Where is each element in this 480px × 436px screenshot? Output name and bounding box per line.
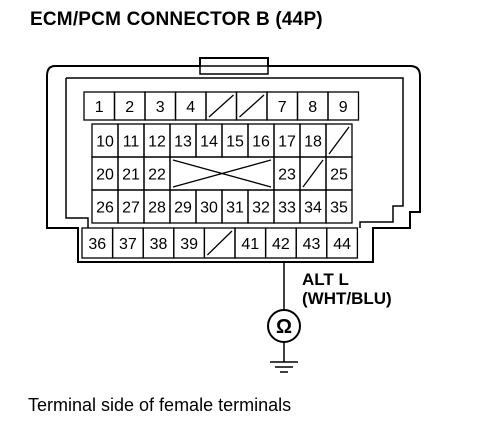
wire-color-code: (WHT/BLU) <box>302 289 392 308</box>
terminal-13: 13 <box>174 134 192 151</box>
terminal-44-box <box>326 227 359 259</box>
terminal-21: 21 <box>122 167 140 184</box>
terminal-26: 26 <box>96 200 114 217</box>
diagram-caption: Terminal side of female terminals <box>28 395 292 415</box>
terminal-42: 42 <box>272 236 290 253</box>
terminal-12: 12 <box>148 134 166 151</box>
terminal-34: 34 <box>304 200 322 217</box>
terminal-39: 39 <box>180 236 198 253</box>
terminal-28: 28 <box>148 200 166 217</box>
terminal-43: 43 <box>303 236 321 253</box>
terminal-41: 41 <box>241 236 259 253</box>
terminal-35-box <box>325 189 353 224</box>
terminal-38: 38 <box>150 236 168 253</box>
terminal-37: 37 <box>119 236 137 253</box>
terminal-9: 9 <box>339 99 348 116</box>
terminal-14: 14 <box>200 134 218 151</box>
connector-housing-outer <box>46 57 421 263</box>
connector-housing-inner <box>65 77 404 228</box>
wire-label: ALT L (WHT/BLU) <box>302 270 392 308</box>
terminal-23: 23 <box>278 167 296 184</box>
terminal-empty-r3-8-empty <box>302 159 324 188</box>
terminal-15: 15 <box>226 134 244 151</box>
terminal-7: 7 <box>278 99 287 116</box>
terminal-1: 1 <box>95 99 104 116</box>
terminal-30: 30 <box>200 200 218 217</box>
terminal-35: 35 <box>330 200 348 217</box>
terminal-20: 20 <box>96 167 114 184</box>
terminal-25: 25 <box>330 167 348 184</box>
ground-icon <box>270 361 298 373</box>
terminal-16: 16 <box>252 134 270 151</box>
terminal-27: 27 <box>122 200 140 217</box>
terminal-empty-r1-5-empty <box>239 94 265 118</box>
terminal-2: 2 <box>125 99 134 116</box>
terminal-empty-r2-9-empty <box>328 126 350 155</box>
terminal-10: 10 <box>96 134 114 151</box>
terminal-32: 32 <box>252 200 270 217</box>
connector-tab <box>199 65 269 75</box>
ohm-icon: Ω <box>276 316 292 338</box>
terminal-44: 44 <box>333 236 351 253</box>
terminal-3: 3 <box>156 99 165 116</box>
terminal-17: 17 <box>278 134 296 151</box>
terminal-18: 18 <box>304 134 322 151</box>
unused-cavity-cross <box>172 159 272 188</box>
wire-signal-name: ALT L <box>302 270 349 289</box>
terminal-22: 22 <box>148 167 166 184</box>
terminal-9-box <box>327 91 360 121</box>
terminal-8: 8 <box>308 99 317 116</box>
terminal-empty-r5-4-empty <box>206 230 233 256</box>
connector-title: ECM/PCM CONNECTOR B (44P) <box>30 9 323 30</box>
terminal-4: 4 <box>186 99 195 116</box>
terminal-29: 29 <box>174 200 192 217</box>
terminal-empty-r1-4-empty <box>208 94 234 118</box>
terminal-11: 11 <box>123 134 140 151</box>
terminal-36: 36 <box>88 236 106 253</box>
terminal-31: 31 <box>226 200 244 217</box>
terminal-33: 33 <box>278 200 296 217</box>
